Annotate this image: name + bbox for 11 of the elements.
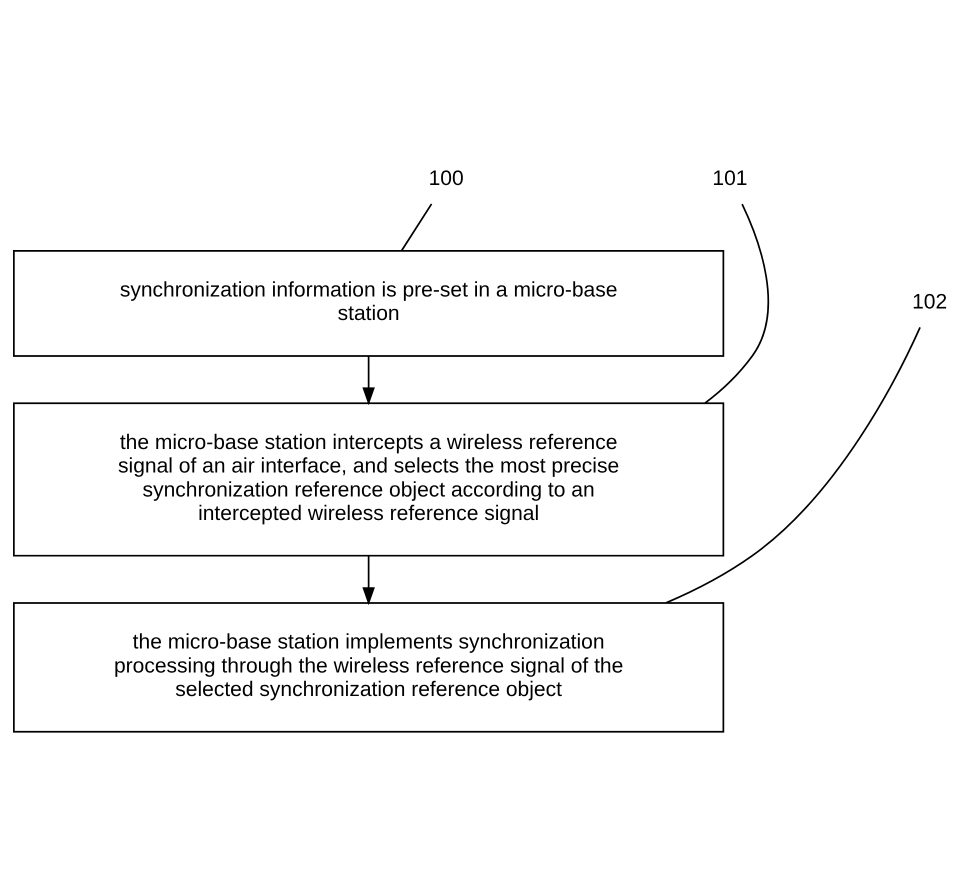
- connector: [666, 326, 921, 604]
- node-box: the micro-base station intercepts a wireless reference signal of an air interface, and selects the most precise synchronization reference object according to an intercepted wireless reference signal: [13, 402, 724, 556]
- node-text: 102: [912, 290, 948, 313]
- node-text: 100: [428, 166, 464, 190]
- connector: [704, 203, 770, 404]
- node-box: synchronization information is pre-set in a micro-base station: [13, 250, 724, 356]
- node-box: the micro-base station implements synchronization processing through the wireless reference signal of the selected synchronization reference object: [13, 602, 724, 732]
- arrow: [362, 556, 375, 605]
- arrow: [362, 356, 375, 405]
- connector: [401, 202, 432, 250]
- node-text: 101: [712, 166, 748, 190]
